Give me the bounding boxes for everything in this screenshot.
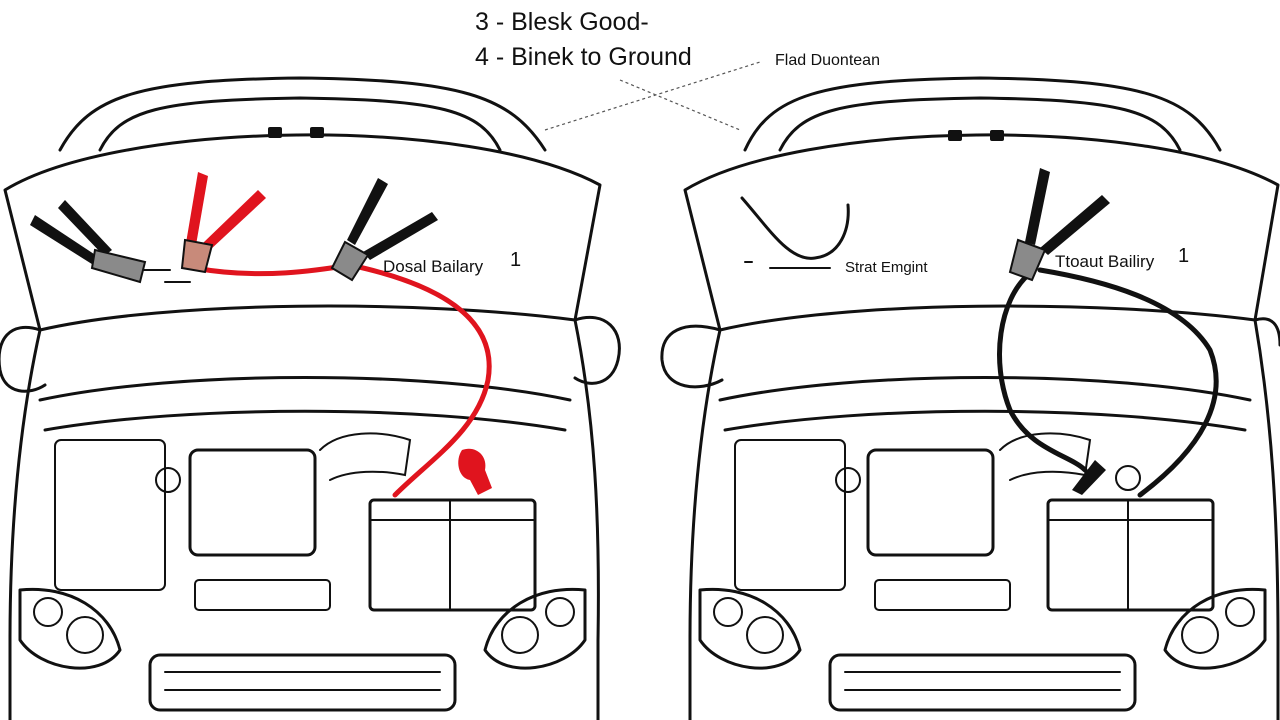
right-battery-label: Ttoaut Bailiry bbox=[1055, 252, 1155, 271]
right-hood-vent bbox=[948, 130, 962, 141]
right-loop-cable bbox=[740, 196, 850, 260]
right-car bbox=[660, 76, 1280, 720]
left-battery bbox=[368, 498, 537, 612]
right-terminal bbox=[1115, 465, 1141, 491]
right-grille bbox=[828, 653, 1137, 712]
left-air-filter bbox=[188, 448, 317, 557]
right-car-windshield bbox=[778, 96, 1182, 152]
clamp-red-left bbox=[180, 172, 266, 274]
step-4-label: 4 - Binek to Ground bbox=[475, 43, 692, 71]
right-car-body bbox=[688, 318, 1280, 720]
left-fluid-tank bbox=[54, 439, 166, 591]
left-grille-bars bbox=[164, 671, 441, 691]
step-3-label: 3 - Blesk Good- bbox=[475, 8, 649, 36]
left-cables bbox=[139, 262, 492, 498]
left-headlight bbox=[18, 587, 122, 670]
left-number: 1 bbox=[510, 249, 521, 271]
left-hood-vent bbox=[268, 127, 282, 138]
left-hood-vent bbox=[310, 127, 324, 138]
right-car-hood bbox=[683, 133, 1280, 332]
right-car-roof bbox=[743, 76, 1222, 152]
left-mirror bbox=[0, 325, 47, 393]
clamp-black-right bbox=[1008, 168, 1110, 282]
left-car-hood bbox=[3, 133, 602, 332]
right-negative-cable-1 bbox=[997, 272, 1088, 473]
right-engine-bay bbox=[718, 376, 1252, 432]
leader-line bbox=[544, 61, 761, 131]
left-cap bbox=[155, 467, 181, 493]
left-grille bbox=[148, 653, 457, 712]
right-fluid-tank bbox=[734, 439, 846, 591]
right-headlight bbox=[483, 587, 587, 670]
right-cables bbox=[740, 196, 1219, 498]
right-car-headlight-left bbox=[698, 587, 802, 670]
left-intake bbox=[319, 432, 412, 481]
right-battery-lines bbox=[1047, 499, 1214, 611]
left-car bbox=[0, 76, 621, 720]
right-terminal-clamp bbox=[1072, 460, 1106, 495]
right-mirror bbox=[573, 315, 621, 385]
right-grille-bars bbox=[844, 671, 1121, 691]
right-car-headlight-right bbox=[1163, 587, 1267, 670]
clamp-black-center bbox=[330, 178, 438, 282]
left-battery-lines bbox=[369, 499, 536, 611]
left-engine-block bbox=[194, 579, 331, 611]
right-battery bbox=[1046, 498, 1215, 612]
left-positive-cable bbox=[192, 262, 492, 498]
right-hood-vent bbox=[990, 130, 1004, 141]
left-car-windshield bbox=[98, 96, 502, 152]
left-engine-bay bbox=[38, 376, 572, 432]
right-number: 1 bbox=[1178, 245, 1189, 267]
left-positive-terminal bbox=[458, 448, 492, 495]
top-label: Flad Duontean bbox=[775, 52, 880, 69]
right-car-mirror-left bbox=[660, 324, 724, 389]
right-intake bbox=[999, 432, 1092, 481]
left-car-body bbox=[8, 318, 600, 720]
clamp-black-left bbox=[30, 200, 147, 284]
right-negative-cable-2 bbox=[1037, 267, 1219, 498]
left-battery-label: Dosal Bailary bbox=[383, 257, 484, 276]
right-engine-block bbox=[874, 579, 1011, 611]
right-ground-mark bbox=[744, 261, 831, 269]
right-engine-label: Strat Emgint bbox=[845, 259, 928, 276]
right-cap bbox=[835, 467, 861, 493]
right-air-filter bbox=[866, 448, 995, 557]
left-car-roof bbox=[58, 76, 547, 152]
